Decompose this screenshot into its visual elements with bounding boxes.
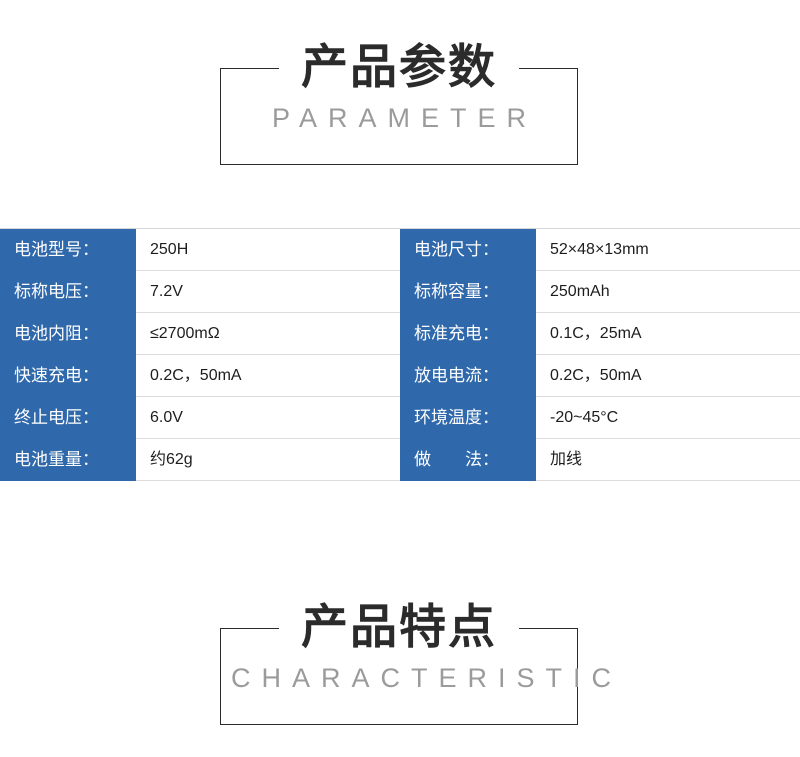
table-row: 电池型号： 250H 电池尺寸： 52×48×13mm [0, 229, 800, 271]
spec-label: 放电电流： [400, 355, 536, 397]
spec-label: 电池型号： [0, 229, 136, 271]
spec-table: 电池型号： 250H 电池尺寸： 52×48×13mm 标称电压： 7.2V 标… [0, 228, 800, 481]
spec-value: 0.2C，50mA [536, 355, 800, 397]
spec-pair-left: 标称电压： 7.2V [0, 271, 400, 313]
spec-value: 0.2C，50mA [136, 355, 400, 397]
spec-label: 电池内阻： [0, 313, 136, 355]
spec-pair-right: 电池尺寸： 52×48×13mm [400, 229, 800, 271]
spec-label: 电池重量： [0, 439, 136, 481]
section-header-parameter: 产品参数 PARAMETER [220, 38, 578, 165]
spec-pair-left: 电池内阻： ≤2700mΩ [0, 313, 400, 355]
spec-label: 标称容量： [400, 271, 536, 313]
table-row: 电池重量： 约62g 做 法： 加线 [0, 439, 800, 481]
spec-label: 终止电压： [0, 397, 136, 439]
spec-pair-right: 环境温度： -20~45°C [400, 397, 800, 439]
spec-pair-left: 电池重量： 约62g [0, 439, 400, 481]
page-title-parameter: 产品参数 [301, 40, 497, 93]
spec-label: 标准充电： [400, 313, 536, 355]
spec-value: 250mAh [536, 271, 800, 313]
spec-value: 250H [136, 229, 400, 271]
spec-pair-left: 终止电压： 6.0V [0, 397, 400, 439]
spec-pair-left: 快速充电： 0.2C，50mA [0, 355, 400, 397]
spec-pair-right: 放电电流： 0.2C，50mA [400, 355, 800, 397]
spec-value: 0.1C，25mA [536, 313, 800, 355]
table-row: 终止电压： 6.0V 环境温度： -20~45°C [0, 397, 800, 439]
table-row: 标称电压： 7.2V 标称容量： 250mAh [0, 271, 800, 313]
page-subtitle-characteristic: CHARACTERISTIC [231, 663, 623, 693]
spec-value: 6.0V [136, 397, 400, 439]
spec-label: 标称电压： [0, 271, 136, 313]
table-row: 快速充电： 0.2C，50mA 放电电流： 0.2C，50mA [0, 355, 800, 397]
spec-label: 做 法： [400, 439, 536, 481]
section-header-characteristic: 产品特点 CHARACTERISTIC [220, 598, 623, 725]
spec-value: 约62g [136, 439, 400, 481]
page-subtitle-parameter: PARAMETER [271, 103, 538, 133]
spec-value: -20~45°C [536, 397, 800, 439]
spec-pair-right: 做 法： 加线 [400, 439, 800, 481]
spec-table-top-rule [0, 228, 800, 229]
spec-label: 环境温度： [400, 397, 536, 439]
spec-pair-right: 标称容量： 250mAh [400, 271, 800, 313]
spec-label: 快速充电： [0, 355, 136, 397]
spec-pair-right: 标准充电： 0.1C，25mA [400, 313, 800, 355]
spec-label: 电池尺寸： [400, 229, 536, 271]
spec-value: 加线 [536, 439, 800, 481]
table-row: 电池内阻： ≤2700mΩ 标准充电： 0.1C，25mA [0, 313, 800, 355]
page-title-characteristic: 产品特点 [301, 600, 497, 653]
spec-value: 52×48×13mm [536, 229, 800, 271]
spec-value: 7.2V [136, 271, 400, 313]
spec-pair-left: 电池型号： 250H [0, 229, 400, 271]
spec-value: ≤2700mΩ [136, 313, 400, 355]
header-title-mask [279, 598, 519, 660]
header-title-mask [279, 38, 519, 100]
